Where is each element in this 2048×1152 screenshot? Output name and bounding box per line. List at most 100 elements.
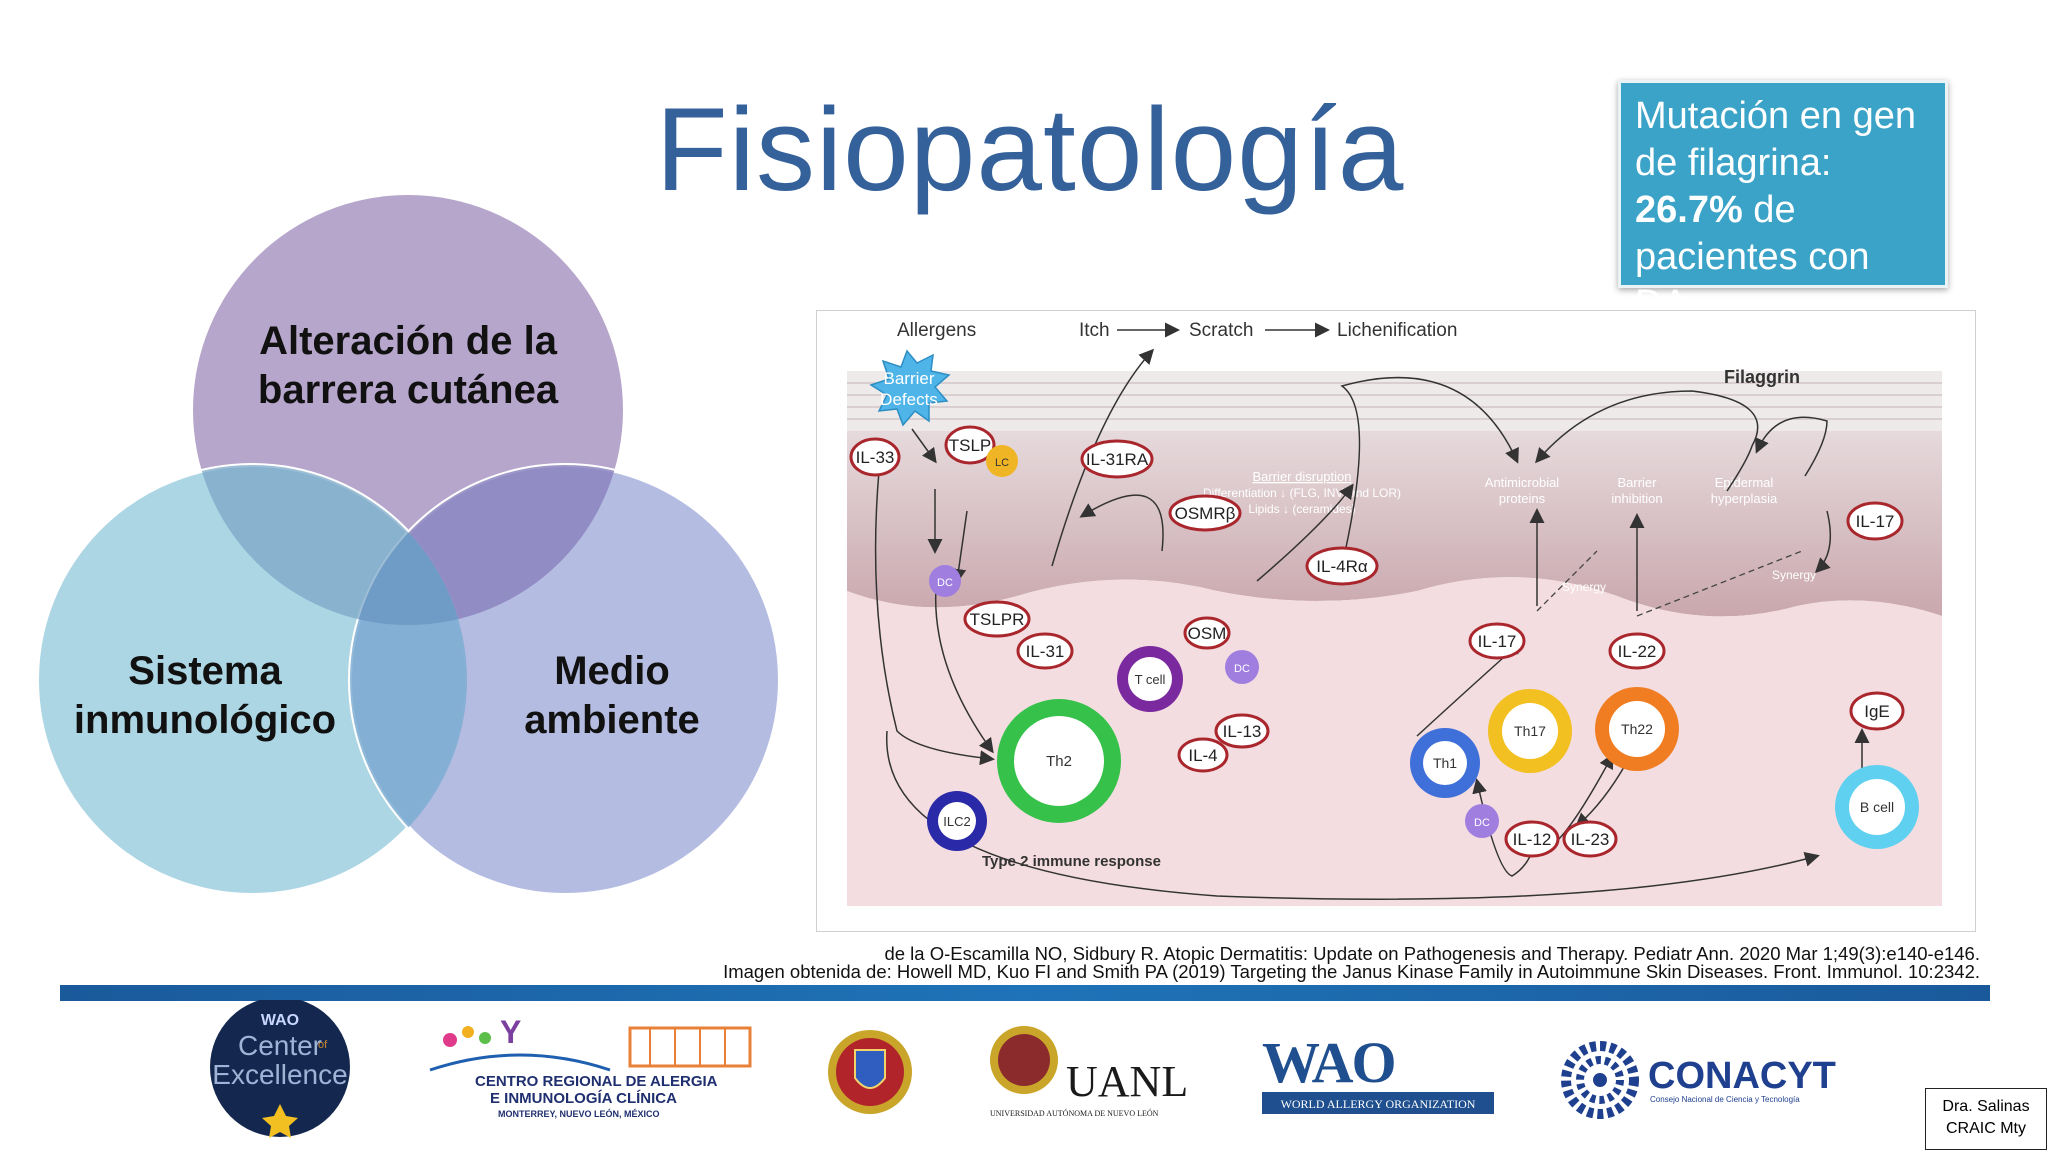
venn-diagram: Alteración de la barrera cutánea Sistema… bbox=[35, 195, 782, 897]
conacyt-sub: Consejo Nacional de Ciencia y Tecnología bbox=[1650, 1095, 1800, 1104]
lichenification-label: Lichenification bbox=[1337, 320, 1457, 341]
barrier-defects-star bbox=[869, 349, 951, 427]
bcell-label: B cell bbox=[1860, 799, 1894, 815]
uanl-text: UANL bbox=[1066, 1057, 1188, 1106]
tcell-inner bbox=[1128, 657, 1172, 701]
differentiation-label: Differentiation ↓ (FLG, INV, and LOR) bbox=[1203, 486, 1401, 500]
wao-sub: WORLD ALLERGY ORGANIZATION bbox=[1281, 1097, 1476, 1111]
venn-left-line1: Sistema bbox=[128, 649, 282, 693]
filaggrin-callout: Mutación en gen de filagrina: 26.7% de p… bbox=[1618, 80, 1948, 325]
footer-divider bbox=[60, 985, 1990, 1001]
centro-line2: E INMUNOLOGÍA CLÍNICA bbox=[490, 1090, 677, 1107]
epidermal-line2: hyperplasia bbox=[1711, 491, 1778, 506]
il4ra-label: IL-4Rα bbox=[1316, 557, 1368, 576]
barrier-inhibition-line1: Barrier bbox=[1617, 475, 1657, 490]
dc-cell-2 bbox=[1225, 650, 1259, 684]
callout-highlight: 26.7% bbox=[1635, 189, 1743, 231]
venn-right-line1: Medio bbox=[554, 649, 670, 693]
wao-logo: WAO WORLD ALLERGY ORGANIZATION bbox=[1262, 1030, 1494, 1114]
reference-2: Imagen obtenida de: Howell MD, Kuo FI an… bbox=[723, 961, 1980, 982]
credit-line1: Dra. Salinas bbox=[1942, 1098, 2030, 1115]
th1-inner bbox=[1423, 741, 1467, 785]
coe-line1: Center bbox=[238, 1030, 322, 1061]
uanl-sub: UNIVERSIDAD AUTÓNOMA DE NUEVO LEÓN bbox=[990, 1108, 1159, 1118]
centro-line1: CENTRO REGIONAL DE ALERGIA bbox=[475, 1073, 718, 1090]
ilc2-inner bbox=[938, 802, 976, 840]
venn-left-line2: inmunológico bbox=[74, 698, 336, 742]
il4-label: IL-4 bbox=[1188, 746, 1217, 765]
osm-label: OSM bbox=[1188, 624, 1227, 643]
slide-title: Fisiopatología bbox=[655, 84, 1405, 216]
barrier-disruption-label: Barrier disruption bbox=[1253, 469, 1352, 484]
lc-label: LC bbox=[995, 457, 1009, 469]
itch-label: Itch bbox=[1079, 320, 1110, 341]
reference-1: de la O-Escamilla NO, Sidbury R. Atopic … bbox=[884, 943, 1980, 964]
ige-label: IgE bbox=[1864, 702, 1890, 721]
tcell-label: T cell bbox=[1135, 672, 1166, 687]
synergy-label-1: Synergy bbox=[1562, 580, 1606, 594]
il33-label: IL-33 bbox=[856, 448, 895, 467]
callout-line1: Mutación en gen de filagrina: bbox=[1635, 95, 1916, 184]
allergens-label: Allergens bbox=[897, 320, 976, 341]
dc-cell-1 bbox=[929, 565, 961, 597]
filaggrin-label: Filaggrin bbox=[1724, 367, 1800, 387]
venn-right-line2: ambiente bbox=[524, 698, 700, 742]
epidermal-line1: Epidermal bbox=[1715, 475, 1774, 490]
tslp-label: TSLP bbox=[949, 436, 992, 455]
dermis bbox=[847, 577, 1942, 906]
barrier-inhibition-line2: inhibition bbox=[1611, 491, 1662, 506]
shield-logo bbox=[828, 1030, 912, 1114]
credit-line2: CRAIC Mty bbox=[1946, 1120, 2026, 1137]
svg-text:WAO: WAO bbox=[261, 1012, 299, 1029]
il12-label: IL-12 bbox=[1513, 830, 1552, 849]
barrier-defects-line1: Barrier bbox=[883, 369, 934, 388]
center-of-excellence-logo: WAO Center of Excellence bbox=[210, 1000, 350, 1138]
uanl-logo: UANL UNIVERSIDAD AUTÓNOMA DE NUEVO LEÓN bbox=[990, 1026, 1188, 1118]
synergy-label-2: Synergy bbox=[1772, 568, 1816, 582]
lipids-label: Lipids ↓ (ceramides) bbox=[1248, 502, 1355, 516]
overlap-top-left bbox=[193, 465, 467, 625]
overlap-top-right bbox=[350, 465, 623, 625]
venn-top-line2: barrera cutánea bbox=[258, 368, 559, 412]
svg-text:Y: Y bbox=[500, 1014, 521, 1050]
dc-label-3: DC bbox=[1474, 817, 1490, 829]
dc-label-2: DC bbox=[1234, 663, 1250, 675]
centro-line3: MONTERREY, NUEVO LEÓN, MÉXICO bbox=[498, 1108, 660, 1119]
th17-label: Th17 bbox=[1514, 723, 1546, 739]
th22-inner bbox=[1609, 701, 1665, 757]
coe-of: of bbox=[318, 1039, 328, 1051]
il31ra-label: IL-31RA bbox=[1086, 450, 1149, 469]
cytokine-labels: IL-33 TSLP IL-31RA OSMRβ IL-4Rα IL-17 TS… bbox=[849, 425, 1905, 858]
conacyt-logo: CONACYT Consejo Nacional de Ciencia y Te… bbox=[1561, 1041, 1836, 1119]
tslpr-label: TSLPR bbox=[970, 610, 1025, 629]
wao-text: WAO bbox=[1262, 1030, 1395, 1095]
bcell-inner bbox=[1849, 779, 1905, 835]
conacyt-text: CONACYT bbox=[1648, 1055, 1836, 1097]
il22-label: IL-22 bbox=[1618, 642, 1657, 661]
dc-label-1: DC bbox=[937, 577, 953, 589]
th17-inner bbox=[1502, 703, 1558, 759]
ilc2-label: ILC2 bbox=[943, 814, 970, 829]
antimicrobial-line1: Antimicrobial bbox=[1485, 475, 1560, 490]
antimicrobial-line2: proteins bbox=[1499, 491, 1546, 506]
il17-top-label: IL-17 bbox=[1856, 512, 1895, 531]
author-credit: Dra. Salinas CRAIC Mty bbox=[1925, 1088, 2047, 1150]
centro-regional-logo: Y CENTRO REGIONAL DE ALERGIA E INMUNOLOG… bbox=[429, 1014, 752, 1119]
langerhans-cell bbox=[986, 445, 1018, 477]
il31-label: IL-31 bbox=[1026, 642, 1065, 661]
th22-label: Th22 bbox=[1621, 721, 1653, 737]
th1-label: Th1 bbox=[1433, 755, 1457, 771]
references: de la O-Escamilla NO, Sidbury R. Atopic … bbox=[723, 943, 1980, 982]
type2-label: Type 2 immune response bbox=[982, 853, 1161, 870]
footer-logos: WAO Center of Excellence Y CENTRO REGION… bbox=[210, 1000, 1836, 1138]
stratum-corneum bbox=[847, 371, 1942, 431]
dc-cell-3 bbox=[1465, 804, 1499, 838]
il23-label: IL-23 bbox=[1571, 830, 1610, 849]
pathogenesis-figure: Allergens Itch Scratch Lichenification F… bbox=[816, 310, 1976, 932]
scratch-label: Scratch bbox=[1189, 320, 1253, 341]
venn-top-line1: Alteración de la bbox=[259, 319, 558, 363]
th2-label: Th2 bbox=[1046, 753, 1072, 770]
il13-label: IL-13 bbox=[1223, 722, 1262, 741]
coe-line2: Excellence bbox=[212, 1059, 347, 1090]
barrier-defects-line2: Defects bbox=[880, 390, 938, 409]
